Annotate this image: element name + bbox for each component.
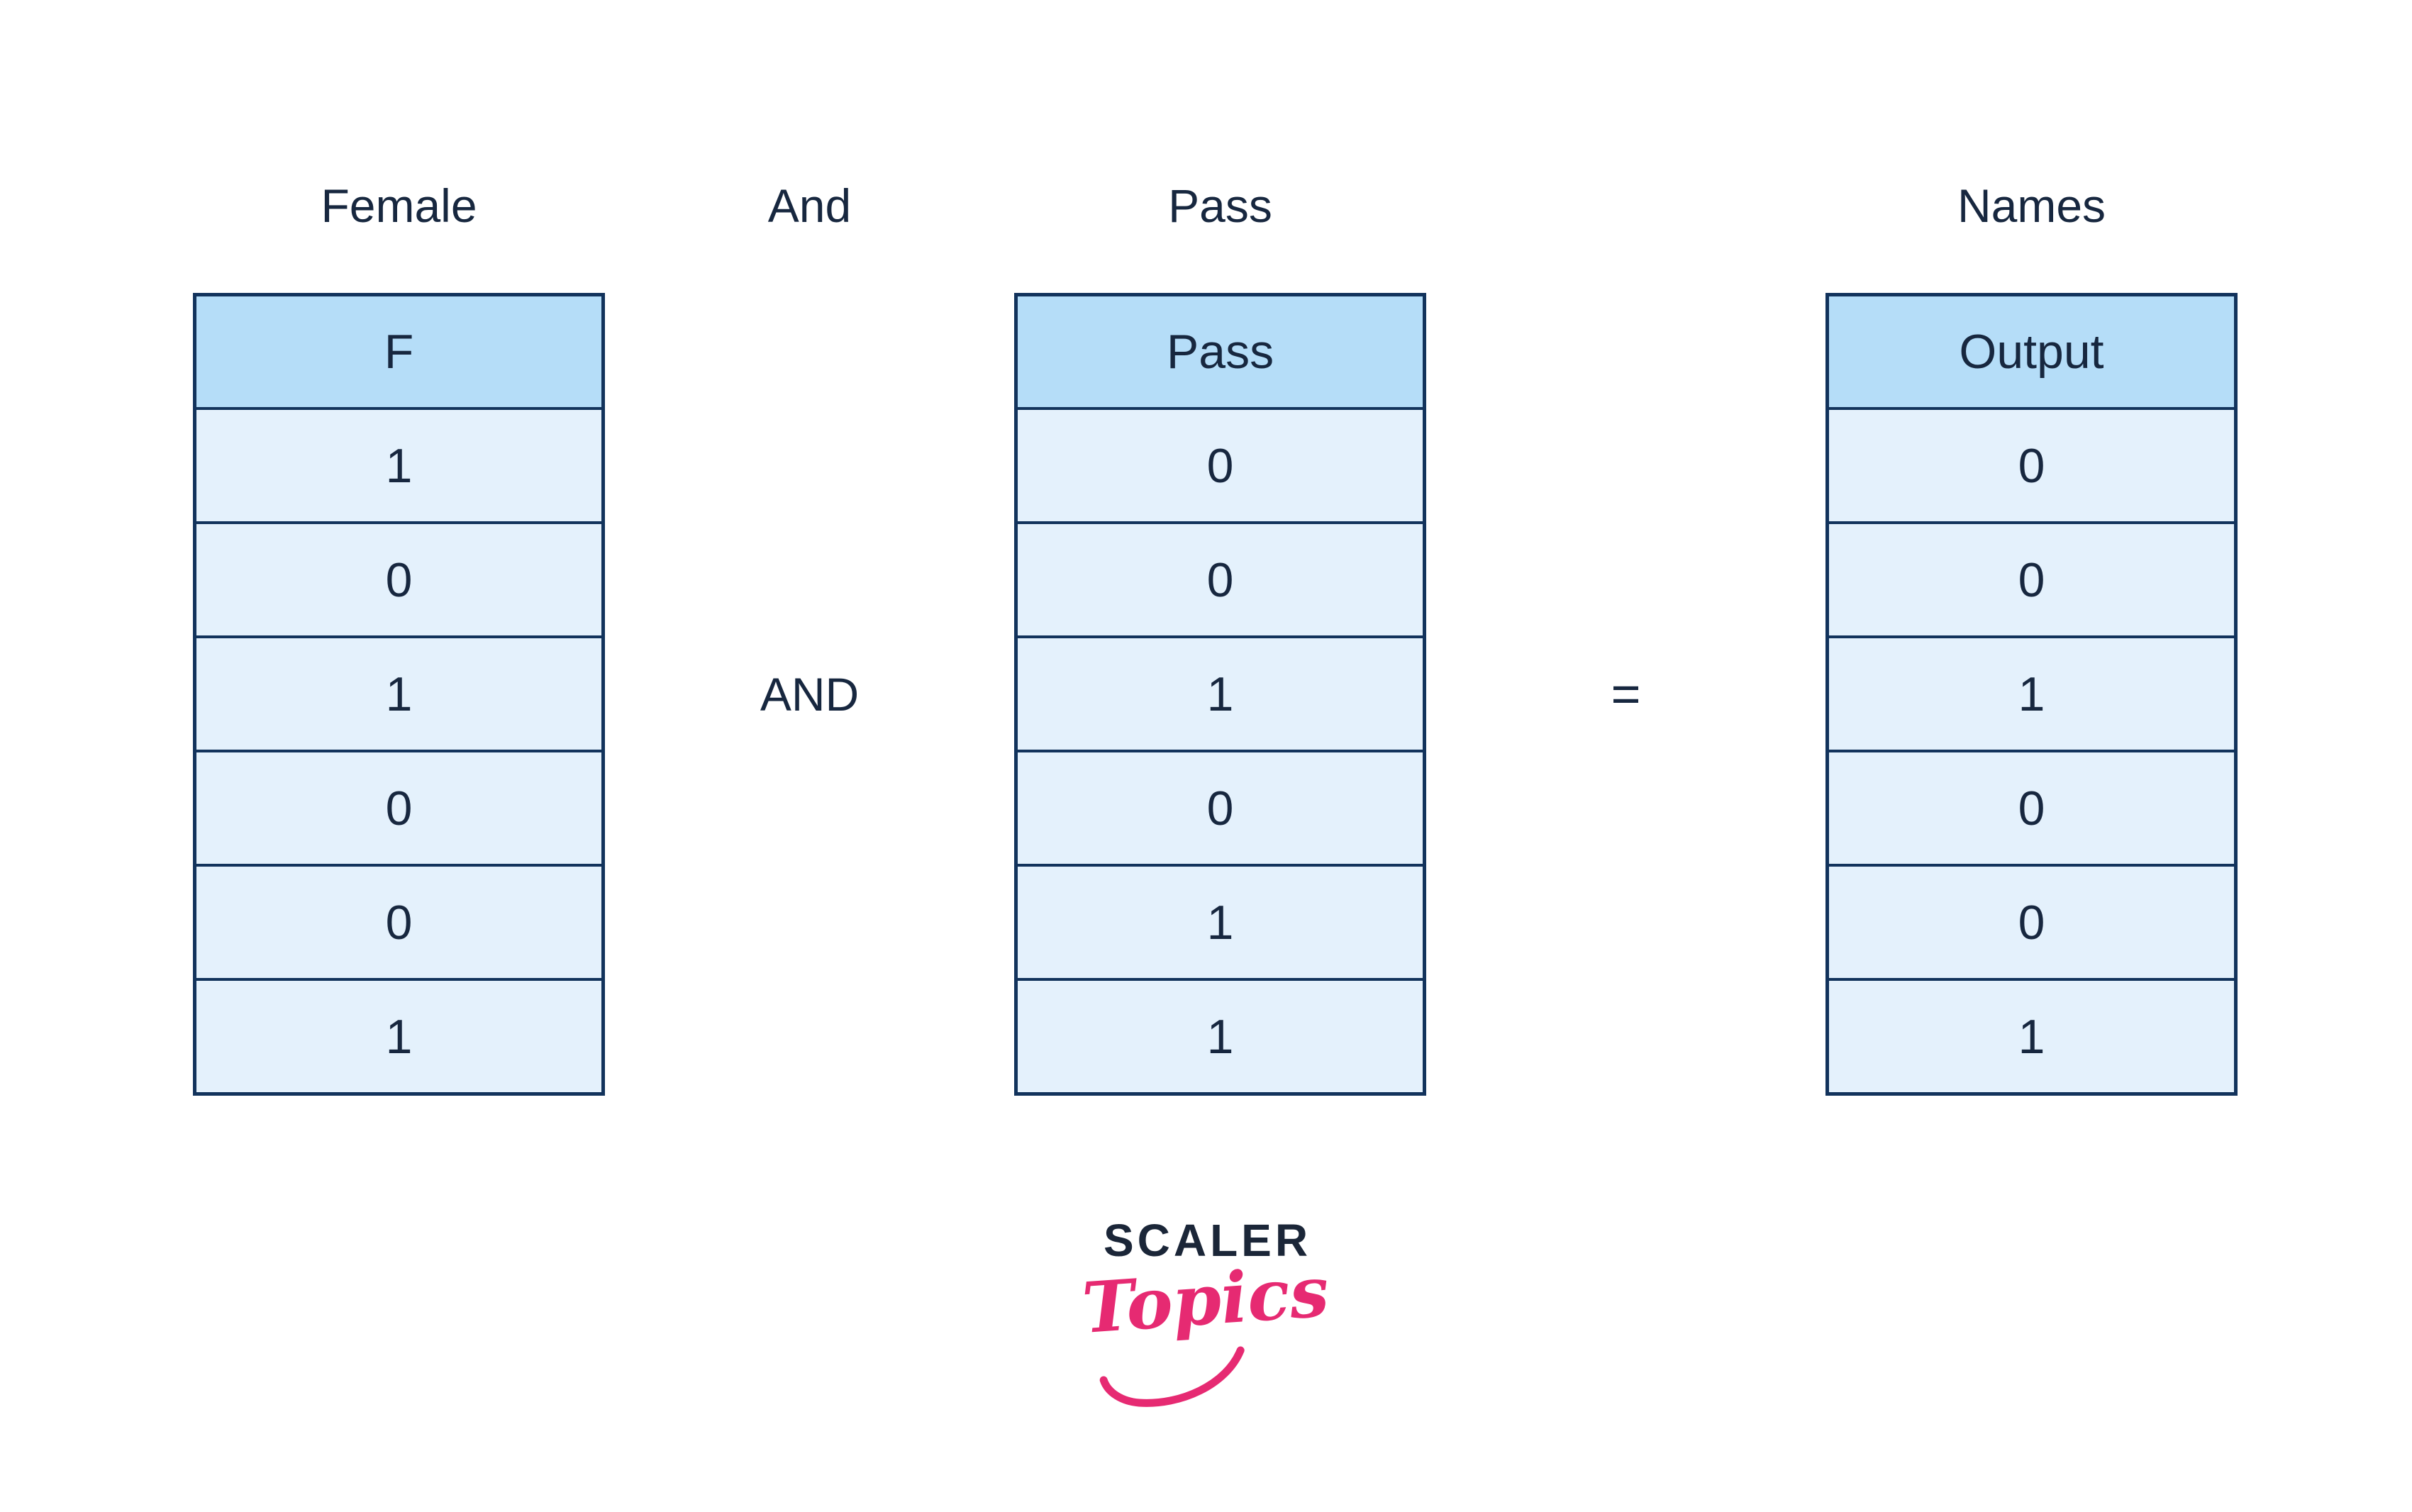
table-header-cell: Output	[1829, 296, 2234, 410]
equals-sign: =	[1611, 666, 1641, 723]
table-cell: 1	[196, 635, 601, 750]
table-cell: 0	[1829, 521, 2234, 635]
table-cell: 0	[196, 864, 601, 978]
table-header-cell: F	[196, 296, 601, 410]
table-cell: 1	[1018, 978, 1423, 1092]
table-cell: 0	[1829, 864, 2234, 978]
column-title-and: And	[767, 179, 852, 232]
table-cell: 0	[1018, 521, 1423, 635]
logo-text-topics: Topics	[1079, 1251, 1332, 1350]
table-output: Output 0 0 1 0 0 1	[1825, 293, 2238, 1096]
table-pass: Pass 0 0 1 0 1 1	[1014, 293, 1426, 1096]
table-female: F 1 0 1 0 0 1	[193, 293, 605, 1096]
table-cell: 1	[196, 978, 601, 1092]
column-title-names: Names	[1957, 179, 2106, 232]
table-cell: 0	[1829, 410, 2234, 521]
table-cell: 1	[1018, 864, 1423, 978]
table-header-cell: Pass	[1018, 296, 1423, 410]
table-cell: 0	[1018, 410, 1423, 521]
table-cell: 0	[196, 750, 601, 864]
table-cell: 0	[1829, 750, 2234, 864]
table-cell: 1	[1018, 635, 1423, 750]
table-cell: 1	[1829, 978, 2234, 1092]
table-cell: 1	[196, 410, 601, 521]
column-title-female: Female	[321, 179, 477, 232]
table-cell: 0	[196, 521, 601, 635]
scaler-topics-logo: SCALER Topics	[1080, 1214, 1331, 1407]
and-operator-label: AND	[760, 668, 860, 721]
logo-text-scaler: SCALER	[1103, 1215, 1312, 1266]
table-cell: 0	[1018, 750, 1423, 864]
logo-swash-icon	[1099, 1346, 1245, 1407]
column-title-pass: Pass	[1168, 179, 1272, 232]
table-cell: 1	[1829, 635, 2234, 750]
